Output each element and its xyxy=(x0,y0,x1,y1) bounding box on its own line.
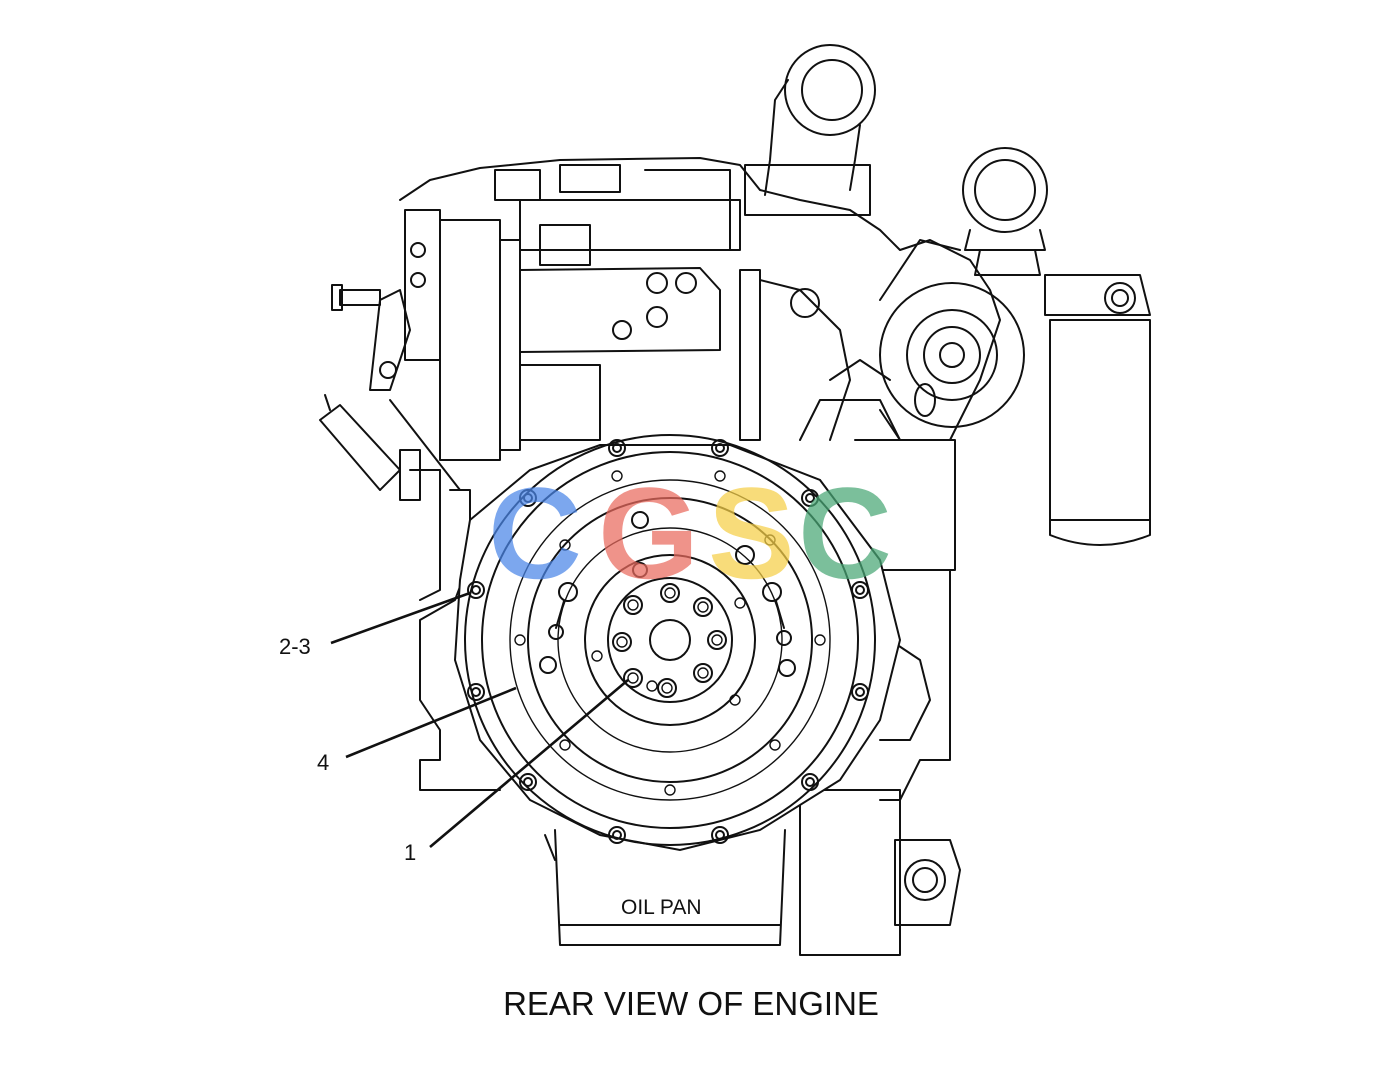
callout-4: 4 xyxy=(317,750,329,775)
intake-elbow xyxy=(962,147,1048,276)
diagram-title: REAR VIEW OF ENGINE xyxy=(503,985,879,1022)
watermark-letter-g: G xyxy=(598,460,699,606)
exhaust-elbow xyxy=(744,44,876,216)
engine-block-upper xyxy=(331,157,1001,461)
oil-pan xyxy=(544,829,786,946)
callout-1: 1 xyxy=(404,840,416,865)
callout-leaders xyxy=(330,591,629,848)
flywheel-ring-holes xyxy=(514,470,826,796)
oil-pan-label: OIL PAN xyxy=(621,896,702,919)
leader-1 xyxy=(429,679,629,848)
crankshaft-bolts xyxy=(591,583,746,706)
leader-4 xyxy=(345,686,517,759)
leader-2-3 xyxy=(330,591,471,645)
watermark-letter-c1: C xyxy=(488,460,582,606)
watermark-letter-s: S xyxy=(708,460,795,606)
turbocharger xyxy=(799,239,1025,441)
oil-filter xyxy=(1044,274,1151,546)
watermark-letter-c2: C xyxy=(798,460,892,606)
engine-block-lower xyxy=(409,439,961,956)
cgsc-watermark: C G S C xyxy=(488,460,892,606)
housing-bolts xyxy=(467,439,869,844)
callout-2-3: 2-3 xyxy=(279,634,311,659)
flywheel-housing xyxy=(453,434,902,852)
dipstick-tube xyxy=(319,394,461,501)
flywheel-slots xyxy=(539,511,796,677)
